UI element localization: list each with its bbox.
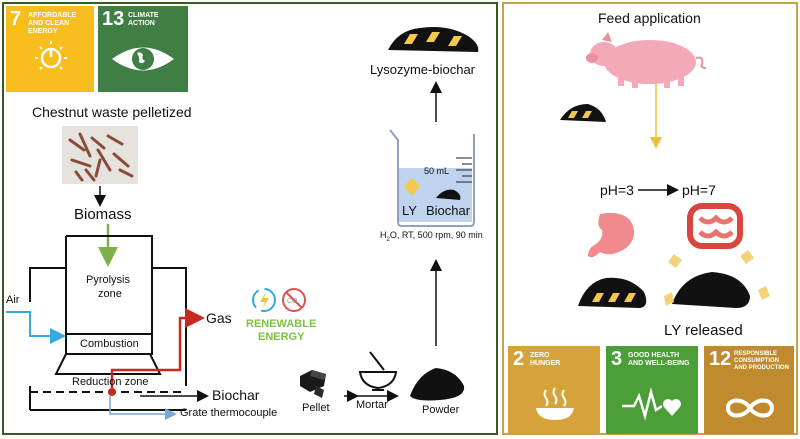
biomass-label: Biomass (74, 206, 132, 223)
zone-label: zone (98, 288, 122, 300)
beaker-volume-label: 50 mL (424, 166, 450, 176)
bowl-icon (536, 387, 574, 420)
ph7-label: pH=7 (682, 182, 716, 198)
no-co2-icon: CO (282, 288, 306, 312)
powder-pile (410, 368, 465, 401)
mortar-pestle-icon (358, 351, 398, 391)
pig-icon (586, 32, 707, 88)
eye-globe-icon (112, 47, 174, 71)
svg-text:CO: CO (287, 298, 298, 305)
left-panel (2, 2, 498, 435)
sdg-goal-3-tile: 3 Good health and well-being (606, 346, 698, 434)
chestnut-waste-title: Chestnut waste pelletized (32, 104, 192, 120)
ly-released-label: LY released (664, 322, 743, 339)
energy-label: ENERGY (258, 331, 305, 343)
released-biochar-pile-left (578, 277, 647, 308)
sdg-goal-2-tile: 2 Zero hunger (508, 346, 600, 434)
chestnut-pellet-photo (62, 126, 138, 184)
gasifier-reactor (29, 235, 187, 411)
lysozyme-biochar-label: Lysozyme-biochar (370, 62, 476, 77)
released-biochar-pile-right (664, 250, 770, 308)
lysozyme-biochar-pile (388, 27, 479, 52)
ph3-label: pH=3 (600, 182, 634, 198)
biochar-label: Biochar (212, 387, 260, 403)
mortar-label: Mortar (356, 399, 388, 411)
air-label: Air (6, 294, 20, 306)
beaker-biochar-label: Biochar (426, 203, 471, 218)
infinity-icon (725, 398, 775, 418)
feed-application-title: Feed application (598, 10, 701, 26)
pellet-label: Pellet (302, 402, 330, 414)
sdg-goal-12-tile: 12 Responsible consumption and productio… (704, 346, 794, 434)
sdg-goal-13-tile: 13 Climate action (98, 6, 188, 92)
grate-thermocouple-label: Grate thermocouple (180, 407, 278, 419)
stomach-icon (588, 212, 635, 258)
reduction-zone-label: Reduction zone (72, 376, 149, 388)
feed-biochar-pile (560, 104, 606, 122)
pellet-icon (300, 370, 326, 398)
gas-label: Gas (206, 310, 232, 326)
combustion-label: Combustion (80, 338, 139, 350)
pyrolysis-label: Pyrolysis (86, 274, 131, 286)
beaker (389, 129, 475, 227)
intestine-icon (687, 203, 743, 249)
powder-label: Powder (422, 404, 460, 416)
heartbeat-icon (622, 388, 681, 420)
reaction-conditions: H2O, RT, 500 rpm, 90 min (380, 230, 483, 243)
power-sun-icon (35, 41, 67, 70)
renewable-label: RENEWABLE (246, 318, 317, 330)
sdg-goal-7-tile: 7 Affordable and clean energy (6, 6, 94, 92)
recycle-energy-icon (252, 288, 276, 312)
right-panel (502, 2, 798, 435)
beaker-ly-label: LY (402, 203, 417, 218)
